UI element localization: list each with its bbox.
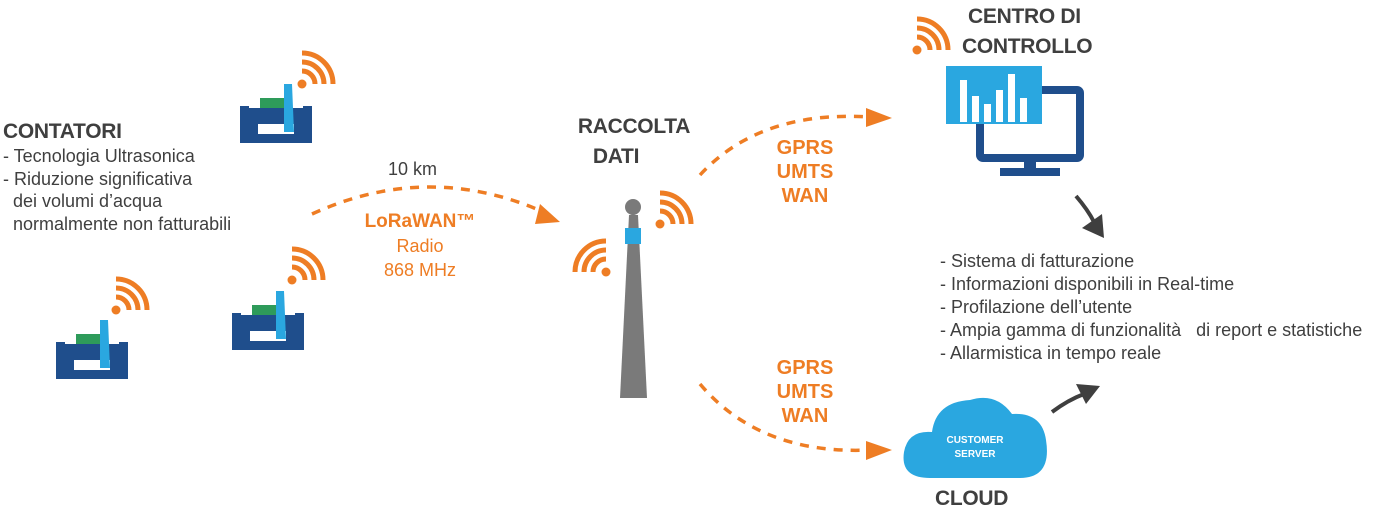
list-item: normalmente non fatturabili bbox=[3, 213, 232, 234]
link-bottom-umts: UMTS bbox=[776, 381, 834, 403]
link-bottom-gprs: GPRS bbox=[776, 357, 834, 379]
link-top-arrow bbox=[698, 114, 871, 177]
link-top-gprs: GPRS bbox=[776, 137, 834, 159]
link-top-wan: WAN bbox=[781, 185, 829, 207]
link-top-label: GPRS UMTS WAN bbox=[760, 136, 850, 208]
antenna-tower-icon bbox=[575, 193, 691, 398]
lora-label: LoRaWAN™ Radio 868 MHz bbox=[360, 210, 480, 282]
centro-title-line2: CONTROLLO bbox=[962, 35, 1093, 58]
centro-title: CENTRO DI CONTROLLO bbox=[962, 2, 1093, 62]
link-bottom-arrow bbox=[698, 382, 871, 453]
arrow-icon bbox=[1050, 384, 1100, 414]
customer-server-line1: CUSTOMER bbox=[946, 435, 1004, 446]
contatori-bullets: - Tecnologia Ultrasonica - Riduzione sig… bbox=[3, 145, 231, 235]
link-top-umts: UMTS bbox=[776, 161, 834, 183]
link-bottom-wan: WAN bbox=[781, 405, 829, 427]
contatori-title: CONTATORI bbox=[3, 120, 122, 143]
raccolta-title: RACCOLTA DATI bbox=[560, 112, 708, 172]
water-meter-icon bbox=[56, 279, 147, 379]
water-meter-icon bbox=[232, 249, 323, 350]
cloud-title: CLOUD bbox=[935, 487, 1009, 510]
list-item: dei volumi d’acqua bbox=[3, 191, 163, 211]
lora-link-arrow bbox=[311, 185, 549, 216]
customer-server-line2: SERVER bbox=[954, 449, 996, 460]
lora-technology: LoRaWAN™ bbox=[364, 211, 476, 232]
list-item: - Sistema di fatturazione bbox=[940, 251, 1135, 271]
raccolta-title-line1: RACCOLTA bbox=[577, 115, 691, 138]
water-meter-icon bbox=[240, 53, 333, 143]
wifi-signal-icon bbox=[913, 19, 949, 55]
lora-distance: 10 km bbox=[388, 159, 438, 179]
centro-title-line1: CENTRO DI bbox=[968, 5, 1081, 28]
lora-frequency: 868 MHz bbox=[383, 260, 457, 280]
list-item: - Riduzione significativa bbox=[3, 168, 193, 189]
cloud-icon bbox=[903, 397, 1047, 478]
features-list: - Sistema di fatturazione - Informazioni… bbox=[940, 250, 1362, 365]
link-bottom-label: GPRS UMTS WAN bbox=[760, 356, 850, 428]
list-item: - Tecnologia Ultrasonica bbox=[3, 146, 195, 166]
list-item: - Allarmistica in tempo reale bbox=[940, 343, 1162, 363]
customer-server-label: CUSTOMER SERVER bbox=[930, 434, 1020, 462]
list-item: - Ampia gamma di funzionalità di report … bbox=[940, 320, 1363, 340]
list-item: - Profilazione dell’utente bbox=[940, 297, 1133, 317]
monitor-icon bbox=[946, 66, 1084, 176]
list-item: - Informazioni disponibili in Real-time bbox=[940, 274, 1235, 294]
raccolta-title-line2: DATI bbox=[592, 145, 640, 168]
arrow-icon bbox=[1074, 194, 1104, 238]
lora-type: Radio bbox=[396, 236, 444, 256]
